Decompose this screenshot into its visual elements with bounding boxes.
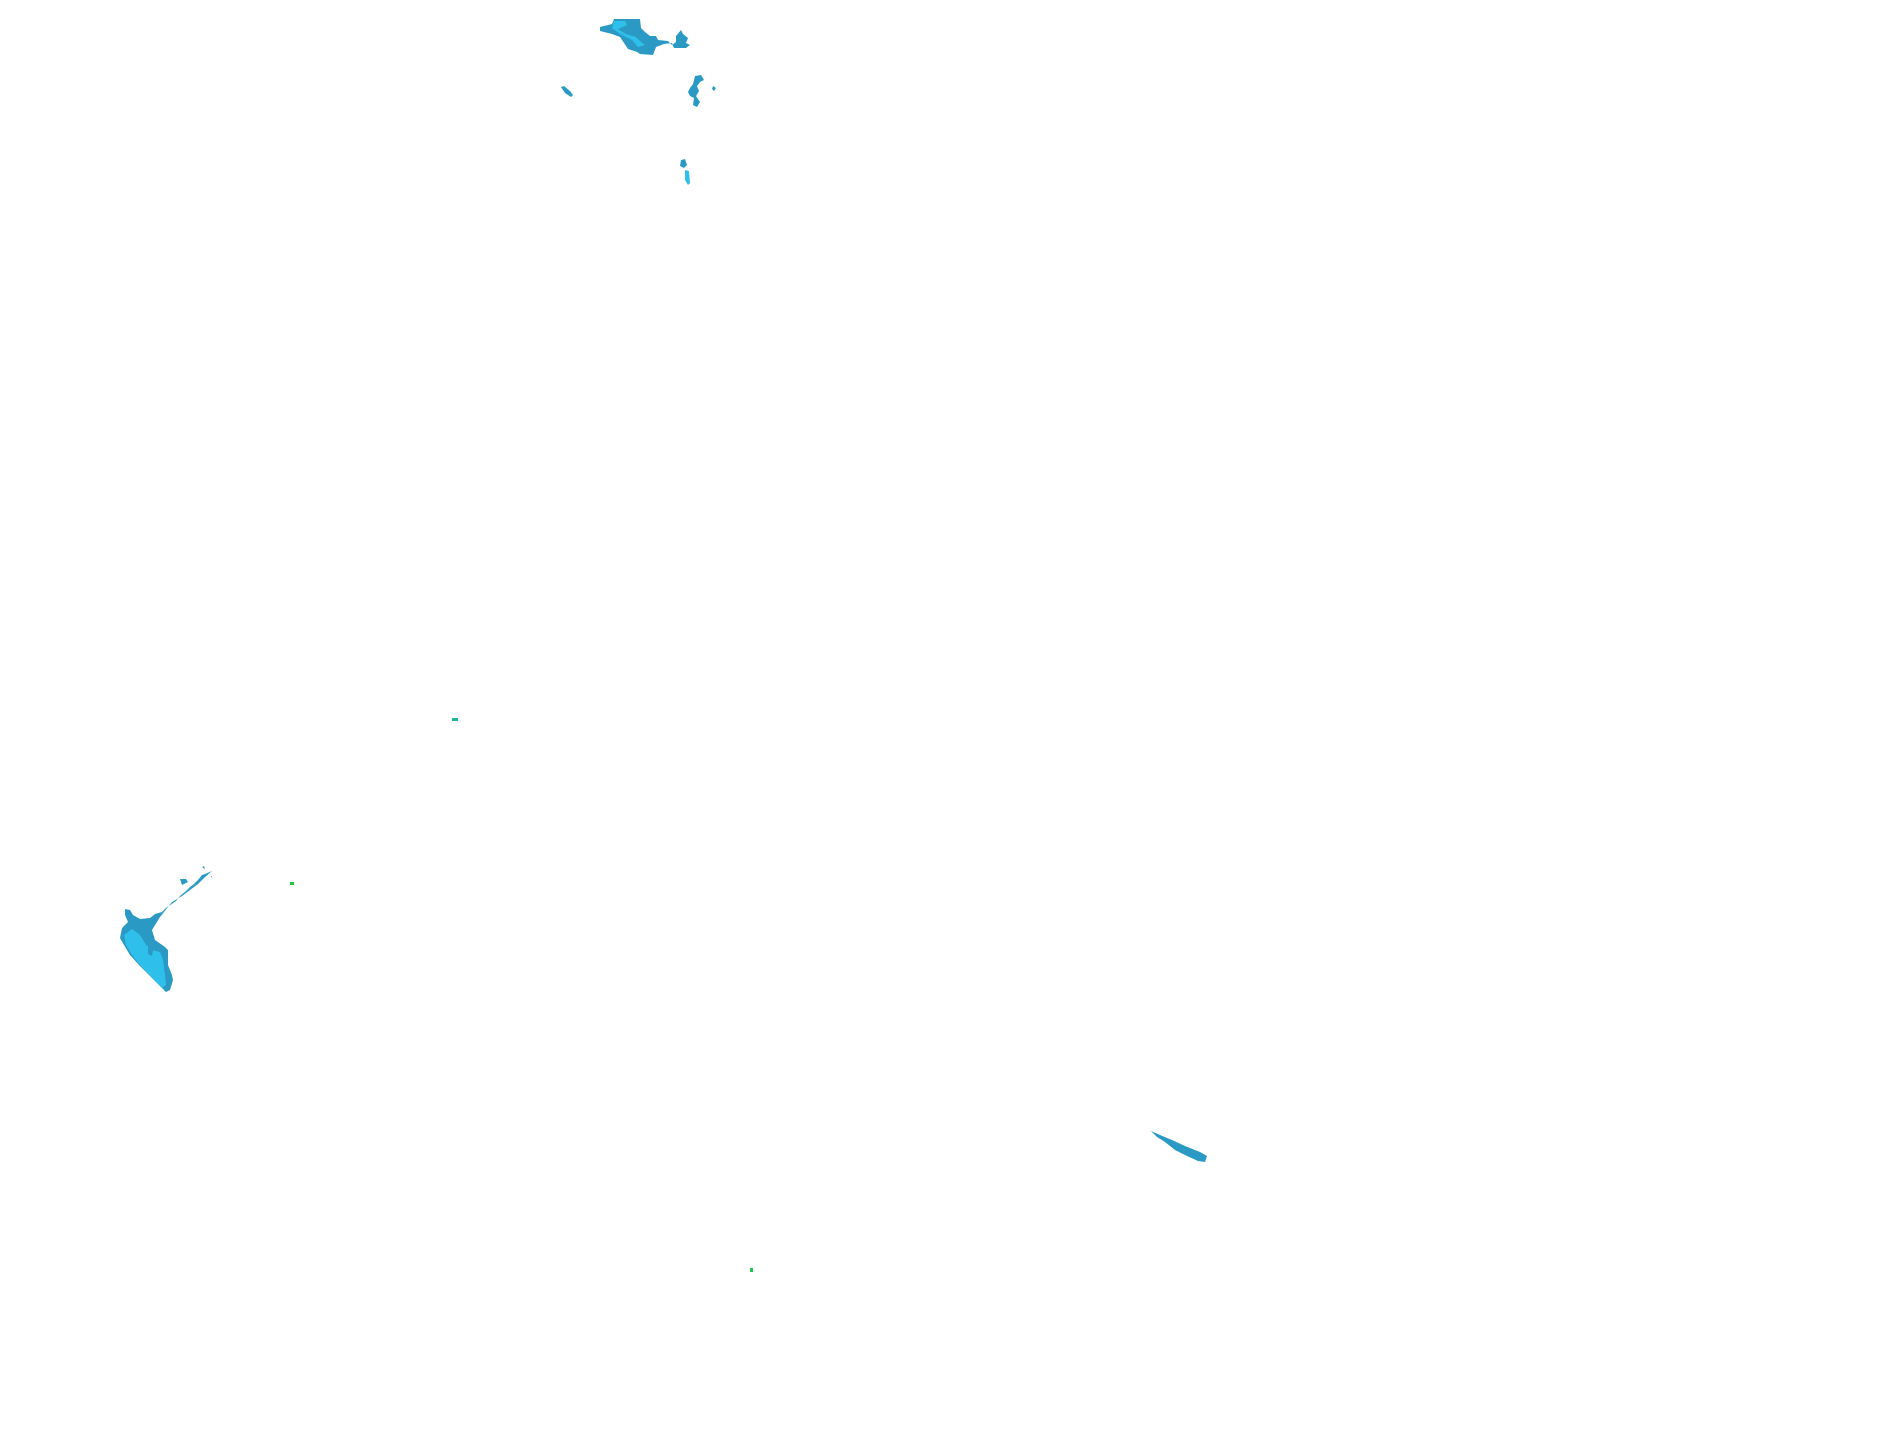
marker-green: [290, 882, 294, 885]
water-body-southeast: [1151, 1131, 1207, 1162]
marker-teal: [452, 718, 458, 721]
water-body-north: [561, 19, 716, 185]
green-markers: [290, 718, 753, 1272]
marker-green: [750, 1268, 753, 1272]
water-body-southwest: [120, 866, 212, 992]
